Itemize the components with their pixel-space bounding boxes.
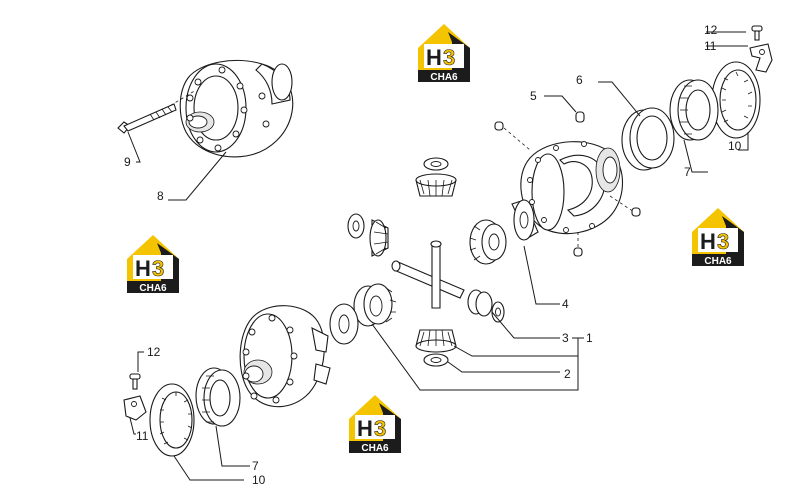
pinion-gear-left [369, 219, 389, 257]
callout-8: 8 [157, 189, 164, 203]
callout-1: 1 [586, 331, 593, 345]
differential-housing-assembled [179, 59, 294, 158]
lock-clip-11-bottom [123, 395, 147, 421]
callout-6: 6 [576, 73, 583, 87]
carrier-half-left [239, 305, 331, 408]
plug-5-set [494, 111, 641, 257]
watermark-caption: CHA6 [430, 72, 458, 83]
callout-10-bottom: 10 [252, 473, 266, 487]
bearing-cup-6 [621, 107, 675, 171]
callout-12-bottom: 12 [147, 345, 161, 359]
watermark-logo-right: CHA6 [691, 207, 745, 267]
watermark-logo-left: CHA6 [126, 234, 180, 294]
cross-shaft [391, 240, 465, 309]
thrust-washer-left [347, 213, 365, 239]
watermark-caption: CHA6 [139, 283, 167, 294]
watermark-logo-bottom: CHA6 [348, 394, 402, 454]
callout-3: 3 [562, 331, 569, 345]
roller-bearing-7-top [669, 79, 719, 141]
bolt-holes [186, 66, 270, 152]
callout-9: 9 [124, 155, 131, 169]
callout-11-top: 11 [704, 39, 717, 53]
thrust-washer-4 [511, 199, 539, 241]
thrust-washer-2-top [423, 157, 449, 171]
carrier-half-4 [520, 141, 623, 235]
pinion-gear-right [467, 289, 493, 317]
bolt [117, 103, 177, 134]
screw-12-bottom [129, 373, 141, 390]
bearing-outer-ring-10-top [711, 61, 761, 139]
callout-7-top: 7 [684, 165, 691, 179]
watermark-caption: CHA6 [361, 443, 389, 454]
watermark-logo-top: CHA6 [417, 23, 471, 83]
thrust-washer-2-bottom [423, 353, 449, 367]
callout-7-bottom: 7 [252, 459, 259, 473]
pinion-gear-top [415, 173, 457, 197]
roller-bearing-7-bottom [195, 367, 241, 427]
bearing-outer-ring-10-bottom [149, 383, 195, 457]
thrust-washer-left-large [329, 303, 359, 345]
lock-clip-11-top [749, 43, 773, 73]
thrust-washer-right [491, 301, 505, 323]
callout-12-top: 12 [704, 23, 718, 37]
callout-4: 4 [562, 297, 569, 311]
callout-11-bottom: 11 [136, 429, 149, 443]
side-gear-left [353, 283, 397, 327]
callout-5: 5 [530, 89, 537, 103]
callout-10-top: 10 [728, 139, 742, 153]
screw-12-top [751, 25, 763, 41]
pinion-gear-bottom [415, 329, 457, 353]
side-gear-right [469, 219, 507, 265]
callout-2: 2 [564, 367, 571, 381]
watermark-caption: CHA6 [704, 256, 732, 267]
